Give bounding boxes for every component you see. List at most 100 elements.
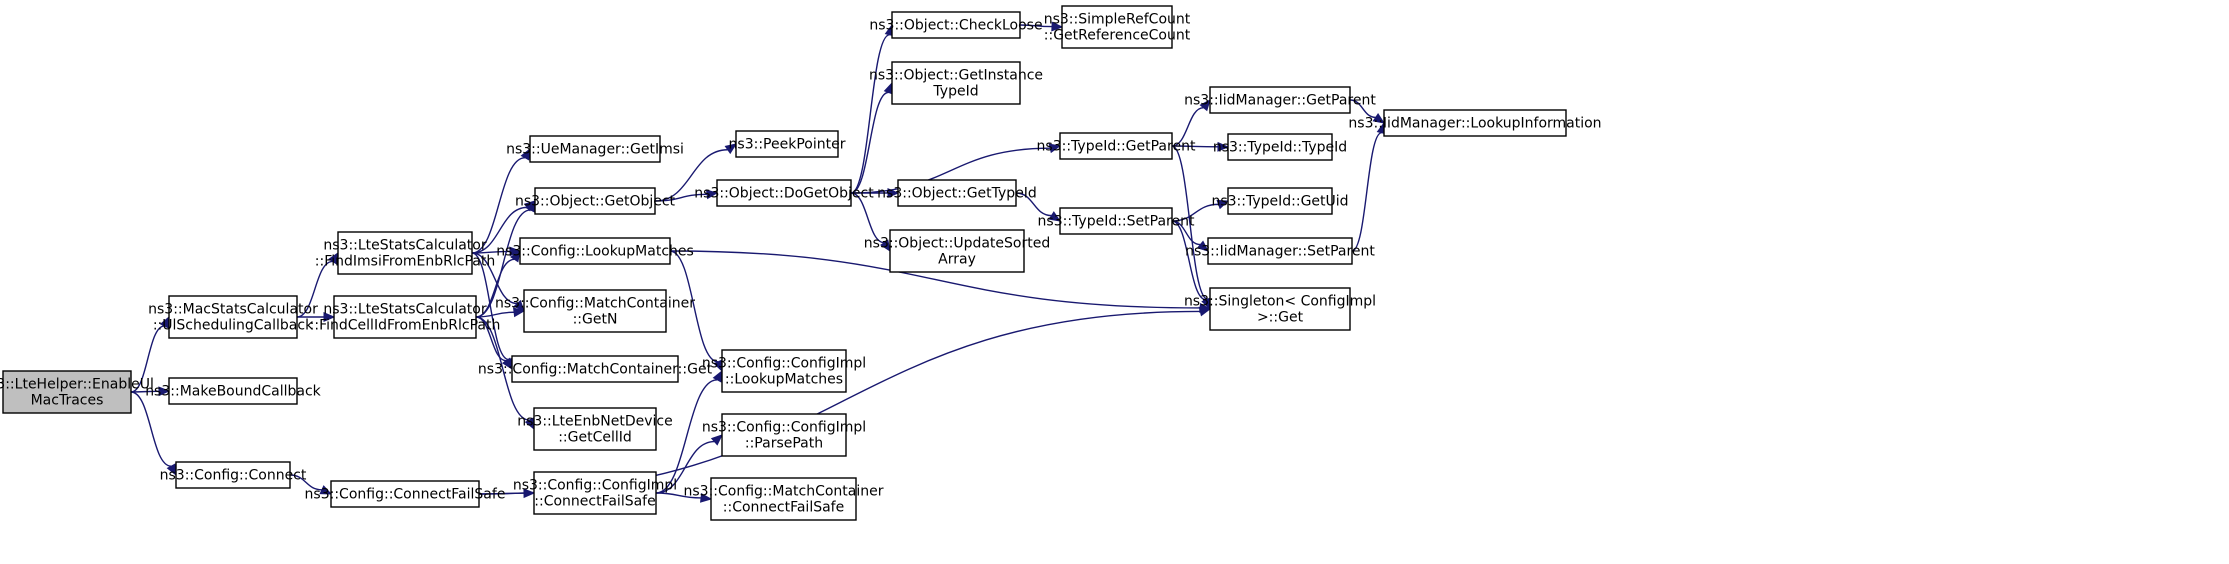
edges-layer [130, 21, 1387, 503]
node-object-get-type-id[interactable]: ns3::Object::GetTypeId [877, 179, 1037, 207]
node-lte-stats-calculator-find-imsi-from-enb-rlc-path[interactable]: ns3::LteStatsCalculator::FindImsiFromEnb… [315, 231, 495, 275]
edge-line [1171, 145, 1219, 148]
node-type-id-get-uid[interactable]: ns3::TypeId::GetUid [1211, 187, 1349, 215]
edge-line [669, 250, 719, 363]
edge-arrowhead [1196, 240, 1209, 252]
node-config-match-container-connect-fail-safe[interactable]: ns3::Config::MatchContainer::ConnectFail… [684, 477, 884, 521]
edge-line [655, 440, 715, 494]
node-config-lookup-matches[interactable]: ns3::Config::LookupMatches [496, 237, 694, 265]
edge-arrowhead [158, 386, 171, 397]
edge-iid-manager-set-parent-to-iid-manager-lookup-information [1351, 121, 1387, 252]
node-label-line: ns3::MacStatsCalculator [148, 302, 318, 318]
node-label-line: ns3::Config::ConfigImpl [513, 478, 677, 494]
node-lte-stats-calculator-find-cell-id-from-enb-rlc-path[interactable]: ns3::LteStatsCalculator::FindCellIdFromE… [310, 295, 501, 339]
edge-mac-stats-calculator-ul-scheduling-callback-to-lte-stats-calculator-find-cell-id-from-enb-rlc-path [297, 312, 336, 322]
node-label-line: ns3::Object::GetTypeId [877, 186, 1037, 202]
node-label-line: Array [938, 252, 976, 268]
node-label-line: ns3::Object::GetInstance [869, 68, 1043, 84]
node-type-id-type-id[interactable]: ns3::TypeId::TypeId [1213, 133, 1347, 161]
node-config-config-impl-parse-path[interactable]: ns3::Config::ConfigImpl::ParsePath [702, 413, 866, 457]
edge-arrowhead [887, 188, 900, 198]
node-config-connect-fail-safe[interactable]: ns3::Config::ConnectFailSafe [305, 480, 506, 508]
node-object-do-get-object[interactable]: ns3::Object::DoGetObject [694, 179, 874, 207]
node-label-line: ns3::MakeBoundCallback [145, 384, 321, 400]
edge-object-check-loose-to-simple-ref-count-get-reference-count [1019, 21, 1064, 32]
node-label-line: ns3::Config::ConnectFailSafe [305, 487, 506, 503]
edge-arrowhead [1051, 21, 1064, 32]
node-box [897, 179, 1017, 207]
node-label-line: ::ConnectFailSafe [723, 500, 844, 516]
node-config-config-impl-connect-fail-safe[interactable]: ns3::Config::ConfigImpl::ConnectFailSafe [513, 471, 677, 515]
node-lte-enb-net-device-get-cell-id[interactable]: ns3::LteEnbNetDevice::GetCellId [517, 407, 673, 451]
edge-line [1171, 107, 1204, 147]
edge-arrowhead [724, 143, 738, 155]
edge-config-connect-fail-safe-to-singleton-config-impl-get [478, 306, 1212, 495]
node-label-line: ns3::Config::MatchContainer [684, 484, 884, 500]
node-iid-manager-lookup-information[interactable]: ns3::IidManager::LookupInformation [1348, 109, 1602, 137]
node-make-bound-callback[interactable]: ns3::MakeBoundCallback [145, 377, 322, 405]
node-config-connect[interactable]: ns3::Config::Connect [160, 461, 307, 489]
node-type-id-set-parent[interactable]: ns3::TypeId::SetParent [1038, 207, 1195, 235]
node-label-line: ::UlSchedulingCallback [153, 318, 314, 334]
node-label-line: ns3::Config::LookupMatches [496, 244, 694, 260]
edge-arrowhead [1217, 141, 1230, 152]
edge-line [475, 311, 515, 318]
edge-object-do-get-object-to-object-update-sorted-array [850, 192, 891, 253]
edge-arrowhead [1199, 99, 1211, 112]
node-simple-ref-count-get-reference-count[interactable]: ns3::SimpleRefCount::GetReferenceCount [1044, 5, 1191, 49]
node-box [1061, 5, 1173, 49]
edge-arrowhead [710, 434, 723, 446]
edge-line [654, 193, 708, 202]
node-label-line: ::ParsePath [745, 436, 823, 452]
node-peek-pointer[interactable]: ns3::PeekPointer [729, 130, 846, 158]
edge-line [130, 325, 165, 393]
edge-arrowhead [880, 239, 891, 253]
node-config-match-container-get[interactable]: ns3::Config::MatchContainer::Get [478, 355, 713, 383]
node-iid-manager-set-parent[interactable]: ns3::IidManager::SetParent [1185, 237, 1375, 265]
node-label-line: ns3::Object::UpdateSorted [864, 236, 1050, 252]
node-label-line: ::GetReferenceCount [1044, 28, 1191, 44]
node-box [1383, 109, 1567, 137]
edge-line [289, 474, 322, 491]
edge-line [1171, 220, 1207, 301]
node-type-id-get-parent[interactable]: ns3::TypeId::GetParent [1037, 132, 1196, 160]
node-ue-manager-get-imsi[interactable]: ns3::UeManager::GetImsi [506, 135, 684, 163]
node-box [721, 349, 847, 393]
edge-line [655, 379, 718, 494]
node-iid-manager-get-parent[interactable]: ns3::IidManager::GetParent [1184, 86, 1376, 114]
node-box [519, 237, 671, 265]
edge-object-do-get-object-to-object-check-loose [850, 23, 895, 194]
edge-config-lookup-matches-to-singleton-config-impl-get [669, 250, 1212, 313]
node-box [1209, 86, 1351, 114]
node-label-line: ns3::TypeId::GetUid [1211, 194, 1348, 210]
node-mac-stats-calculator-ul-scheduling-callback[interactable]: ns3::MacStatsCalculator::UlSchedulingCal… [148, 295, 318, 339]
edge-arrowhead [323, 312, 336, 322]
edge-config-config-impl-connect-fail-safe-to-config-match-container-connect-fail-safe [655, 492, 713, 503]
node-box [337, 231, 473, 275]
node-object-get-object[interactable]: ns3::Object::GetObject [515, 187, 676, 215]
node-label-line: TypeId [932, 84, 978, 100]
node-box [1059, 207, 1173, 235]
node-label-line: ns3::Config::MatchContainer [495, 296, 695, 312]
node-config-match-container-get-n[interactable]: ns3::Config::MatchContainer::GetN [495, 289, 695, 333]
edge-line [471, 206, 528, 254]
node-box [533, 471, 657, 515]
node-object-check-loose[interactable]: ns3::Object::CheckLoose [869, 11, 1043, 39]
edge-line [850, 91, 889, 194]
node-box [523, 289, 667, 333]
node-box [1207, 237, 1353, 265]
edge-mac-stats-calculator-ul-scheduling-callback-to-lte-stats-calculator-find-imsi-from-enb-rlc-path [296, 251, 339, 318]
node-singleton-config-impl-get[interactable]: ns3::Singleton< ConfigImpl >::Get [1184, 287, 1376, 331]
edge-line [669, 250, 1201, 309]
node-label-line: ns3::TypeId::SetParent [1038, 214, 1195, 230]
node-label-line: ns3::LteHelper::EnableUl [0, 377, 154, 393]
node-label-line: ns3::IidManager::LookupInformation [1348, 116, 1601, 132]
edge-line [296, 260, 333, 318]
node-config-config-impl-lookup-matches[interactable]: ns3::Config::ConfigImpl::LookupMatches [702, 349, 866, 393]
node-box [721, 413, 847, 457]
edge-arrowhead [705, 189, 719, 200]
